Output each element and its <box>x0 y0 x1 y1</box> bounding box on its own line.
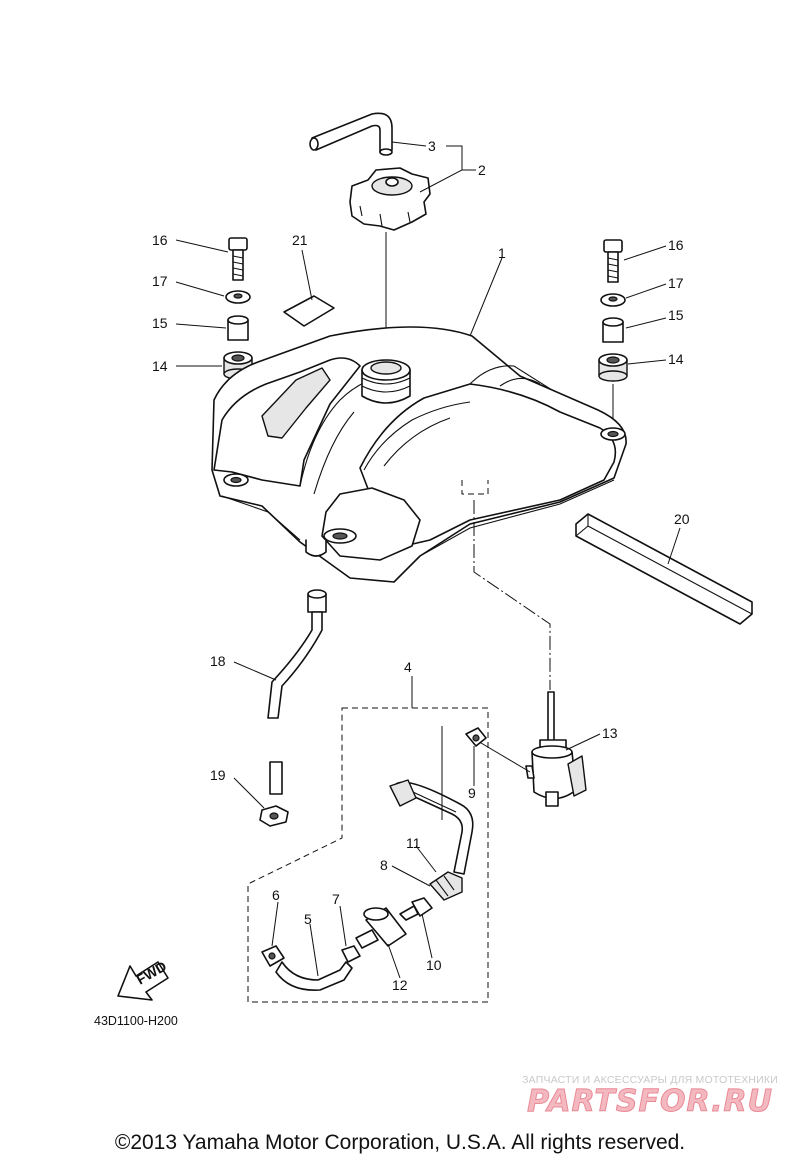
leader-lines <box>175 141 681 979</box>
washer-right[interactable] <box>600 293 626 307</box>
callout-14-right: 14 <box>668 351 684 367</box>
breather-hose[interactable] <box>309 112 393 156</box>
bolt-right[interactable] <box>603 239 623 283</box>
callout-20: 20 <box>674 511 690 527</box>
callout-10: 10 <box>426 957 442 973</box>
damper-strip[interactable] <box>575 513 753 625</box>
damper-right[interactable] <box>598 353 628 382</box>
callout-4: 4 <box>404 659 412 675</box>
fuel-filter[interactable] <box>355 905 419 949</box>
hose-clip-7[interactable] <box>341 945 361 963</box>
callout-12: 12 <box>392 977 408 993</box>
callout-1: 1 <box>498 245 506 261</box>
callout-7: 7 <box>332 891 340 907</box>
kit-boundary <box>247 707 489 1003</box>
callout-8: 8 <box>380 857 388 873</box>
hose-end[interactable] <box>389 779 463 901</box>
callout-3: 3 <box>428 138 436 154</box>
caution-label[interactable] <box>283 295 335 327</box>
diagram-code: 43D1100-H200 <box>94 1014 178 1028</box>
callout-18: 18 <box>210 653 226 669</box>
callout-5: 5 <box>304 911 312 927</box>
callout-15-left: 15 <box>152 315 168 331</box>
collar-right[interactable] <box>602 317 624 343</box>
callout-14-left: 14 <box>152 358 168 374</box>
hose-clip-6[interactable] <box>261 945 285 967</box>
callout-2: 2 <box>478 162 486 178</box>
hose-clip-19[interactable] <box>259 805 289 827</box>
watermark-logo: PARTSFOR.RU <box>527 1084 773 1120</box>
callout-16-right: 16 <box>668 237 684 253</box>
callout-11: 11 <box>406 835 421 851</box>
callout-17-right: 17 <box>668 275 684 291</box>
fuel-cap[interactable] <box>349 167 431 231</box>
watermark: ЗАПЧАСТИ И АКСЕССУАРЫ ДЛЯ МОТОТЕХНИКИ PA… <box>522 1074 778 1120</box>
watermark-tagline: ЗАПЧАСТИ И АКСЕССУАРЫ ДЛЯ МОТОТЕХНИКИ <box>522 1074 778 1086</box>
fuel-cock[interactable] <box>525 691 587 807</box>
callout-6: 6 <box>272 887 280 903</box>
callout-19: 19 <box>210 767 226 783</box>
collar-left[interactable] <box>227 315 249 341</box>
washer-left[interactable] <box>225 290 251 304</box>
callout-16-left: 16 <box>152 232 168 248</box>
fuel-tank[interactable] <box>211 326 627 583</box>
callout-17-left: 17 <box>152 273 168 289</box>
callout-9: 9 <box>468 785 476 801</box>
callout-15-right: 15 <box>668 307 684 323</box>
fuel-hose-short[interactable] <box>275 961 353 991</box>
callout-13: 13 <box>602 725 618 741</box>
fuel-pipe[interactable] <box>267 589 327 795</box>
bolt-left[interactable] <box>228 237 248 281</box>
callout-21: 21 <box>292 232 308 248</box>
callout-numbers: 3 2 16 17 15 14 21 16 17 15 14 1 20 4 18… <box>152 138 690 993</box>
hose-clip-9[interactable] <box>465 727 487 747</box>
fwd-arrow-icon: FWD <box>117 958 169 1001</box>
copyright-notice: ©2013 Yamaha Motor Corporation, U.S.A. A… <box>114 1131 686 1154</box>
